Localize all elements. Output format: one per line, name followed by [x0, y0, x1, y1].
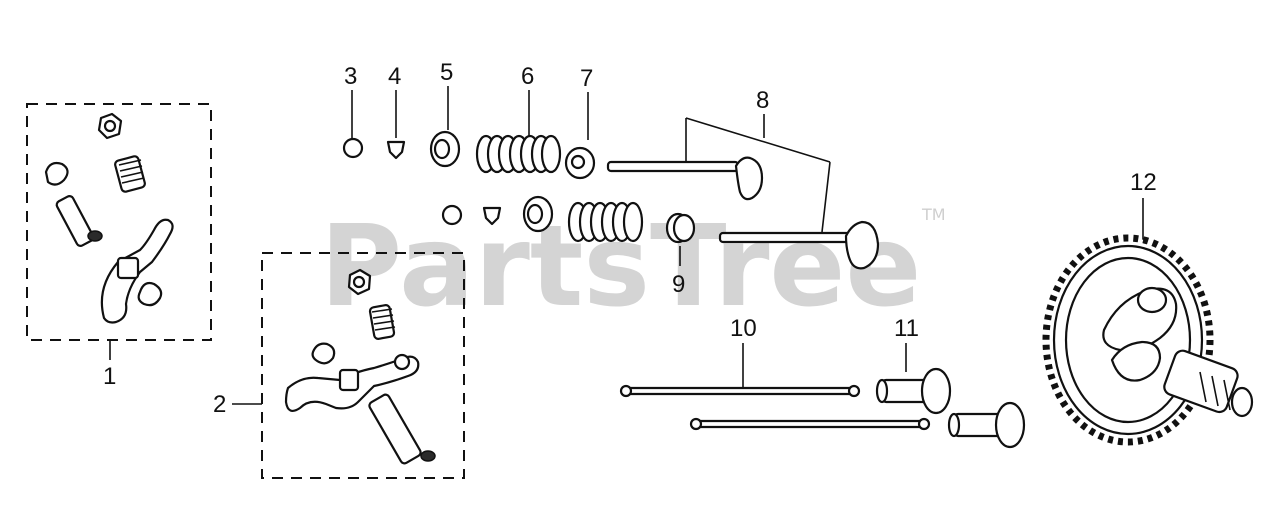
intake-valve	[606, 156, 764, 201]
part-5-spring-seat[interactable]: 5	[429, 59, 554, 233]
callout-7: 7	[580, 65, 593, 92]
rocker-arm-2	[284, 353, 420, 412]
push-rod-upper	[619, 384, 861, 398]
rocker-arm	[100, 218, 174, 324]
callout-12: 12	[1130, 169, 1157, 196]
group-2-dashed-box	[261, 252, 465, 479]
part-3-collet[interactable]: 3	[342, 63, 463, 226]
part-12-camshaft[interactable]: 12	[1042, 169, 1254, 446]
valve-spring-upper	[475, 134, 562, 174]
cam-lobes	[1102, 286, 1178, 382]
rocker-spring-2	[368, 304, 396, 340]
group-1-dashed-box	[26, 103, 212, 341]
valve-spring-lower	[567, 201, 644, 243]
callout-3: 3	[344, 63, 357, 90]
rocker-clip	[44, 161, 69, 186]
part-11-tappets[interactable]: 11	[875, 315, 1026, 449]
rocker-clip-2	[311, 342, 336, 365]
part-7-stem-seal[interactable]: 7	[564, 65, 596, 180]
rocker-arm-assembly-1[interactable]: 1	[26, 103, 212, 390]
callout-4: 4	[388, 63, 401, 90]
part-6-valve-spring[interactable]: 6	[475, 63, 644, 243]
part-4-retainer[interactable]: 4	[386, 63, 502, 226]
rocker-arm-assembly-2[interactable]: 2	[213, 252, 465, 479]
callout-1: 1	[103, 363, 116, 390]
trademark-text: TM	[921, 205, 946, 224]
rocker-nut	[97, 112, 123, 140]
callout-10: 10	[730, 315, 757, 342]
rocker-spring	[114, 155, 146, 193]
callout-9: 9	[672, 271, 685, 298]
push-rod-lower	[689, 417, 931, 431]
callout-8: 8	[756, 87, 769, 114]
pivot-pin	[55, 195, 103, 247]
cam-shaft	[1163, 349, 1254, 418]
callout-11: 11	[894, 315, 919, 342]
pivot-pin-2	[368, 393, 436, 465]
rocker-nut-2	[347, 268, 372, 296]
callout-5: 5	[440, 59, 453, 86]
callout-2: 2	[213, 391, 226, 418]
tappet-lower	[947, 401, 1026, 449]
ball-cup	[137, 281, 163, 307]
tappet-upper	[875, 367, 952, 415]
callout-6: 6	[521, 63, 534, 90]
part-8-valves[interactable]: 8	[606, 87, 880, 270]
part-9-seal[interactable]: 9	[665, 212, 696, 298]
exhaust-valve	[718, 220, 880, 270]
leader-8	[685, 114, 831, 233]
part-10-push-rods[interactable]: 10	[619, 315, 931, 431]
